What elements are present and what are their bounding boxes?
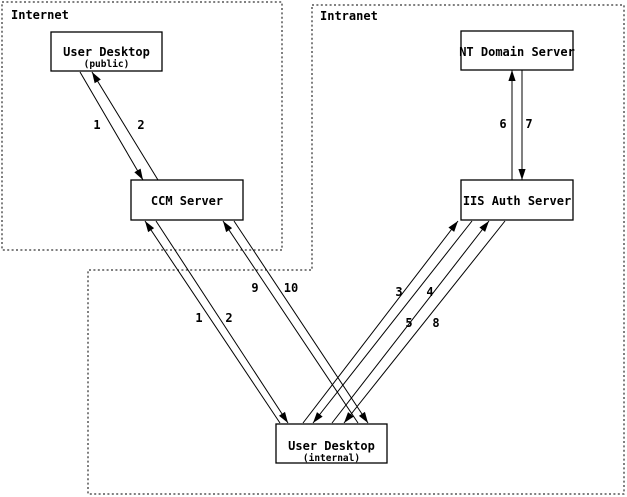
flow-3-user-desktop-internal-step-label: 3	[395, 285, 402, 299]
user-desktop-internal-box	[275, 423, 388, 464]
flow-5-user-desktop-internal-arrowhead-icon	[479, 221, 489, 232]
flow-1-user-desktop-internal-line	[144, 220, 281, 424]
flow-8-iis-auth-server-arrowhead-icon	[344, 412, 354, 423]
flow-4-iis-auth-server-step-label: 4	[426, 285, 433, 299]
nt-domain-server-box	[460, 30, 574, 71]
nt-domain-server-label: NT Domain Server	[459, 45, 575, 59]
flow-2-ccm-server-step-label: 2	[225, 311, 232, 325]
flow-7-nt-domain-server-step-label: 7	[525, 117, 532, 131]
flow-10-ccm-server-line	[233, 220, 369, 424]
flow-3-user-desktop-internal-line	[302, 220, 459, 424]
flow-6-iis-auth-server-arrowhead-icon	[508, 70, 516, 81]
flow-4-iis-auth-server-arrowhead-icon	[313, 412, 323, 423]
flow-8-iis-auth-server-step-label: 8	[432, 316, 439, 330]
flow-3-user-desktop-internal-arrowhead-icon	[448, 221, 458, 232]
user-desktop-public-box	[50, 31, 163, 72]
flow-1-user-desktop-public-line	[79, 71, 144, 181]
user-desktop-internal-sublabel: (internal)	[303, 453, 360, 464]
flow-2-ccm-server-arrowhead-icon	[278, 411, 288, 423]
flow-10-ccm-server-step-label: 10	[284, 281, 298, 295]
flow-2-ccm-server-line	[155, 220, 289, 424]
flow-10-ccm-server-arrowhead-icon	[358, 411, 368, 423]
user-desktop-public-label: User Desktop	[63, 45, 150, 59]
intranet-zone-label: Intranet	[320, 9, 378, 23]
flow-2-ccm-server-line	[91, 71, 159, 181]
flow-8-iis-auth-server-line	[343, 220, 506, 424]
flow-1-user-desktop-public-arrowhead-icon	[134, 168, 143, 180]
flow-1-user-desktop-internal-arrowhead-icon	[145, 221, 155, 233]
ccm-server-box	[130, 179, 244, 221]
flow-5-user-desktop-internal-line	[331, 220, 490, 424]
internet-zone-border	[1, 1, 283, 251]
user-desktop-public-sublabel: (public)	[84, 59, 130, 70]
ccm-server-label: CCM Server	[151, 194, 223, 208]
flow-2-ccm-server-arrowhead-icon	[92, 72, 101, 84]
flow-6-iis-auth-server-step-label: 6	[499, 117, 506, 131]
flow-9-user-desktop-internal-line	[222, 220, 359, 424]
flow-7-nt-domain-server-arrowhead-icon	[518, 169, 526, 180]
flow-9-user-desktop-internal-step-label: 9	[251, 281, 258, 295]
flow-4-iis-auth-server-line	[312, 220, 473, 424]
flow-9-user-desktop-internal-arrowhead-icon	[223, 221, 233, 233]
iis-auth-server-label: IIS Auth Server	[463, 194, 571, 208]
flow-1-user-desktop-public-step-label: 1	[93, 118, 100, 132]
internet-zone-label: Internet	[11, 8, 69, 22]
iis-auth-server-box	[460, 179, 574, 221]
flow-1-user-desktop-internal-step-label: 1	[195, 311, 202, 325]
user-desktop-internal-label: User Desktop	[288, 439, 375, 453]
flow-2-ccm-server-step-label: 2	[137, 118, 144, 132]
flow-5-user-desktop-internal-step-label: 5	[405, 316, 412, 330]
